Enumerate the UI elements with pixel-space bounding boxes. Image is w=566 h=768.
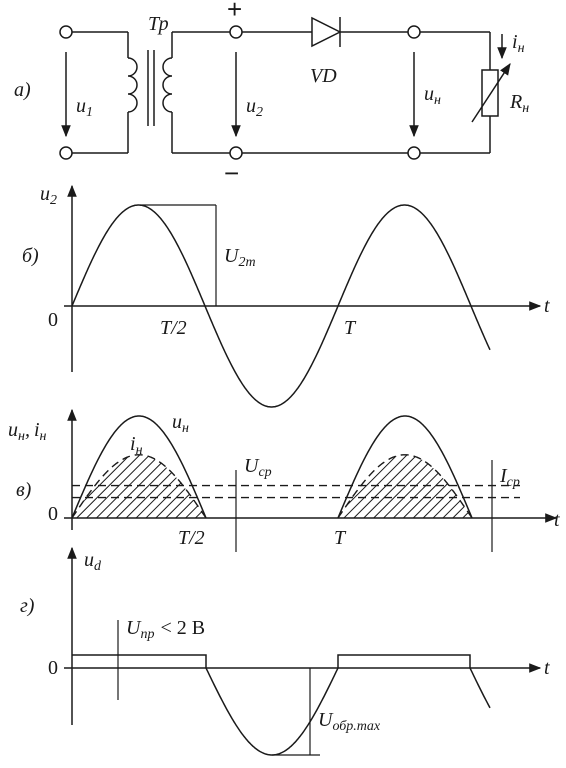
plot-b-t-label: t [544, 295, 550, 317]
plot-g: ud г) 0 t Uпр< 2 В Uобр.max [20, 546, 550, 756]
plot-b-ylabel: u2 [40, 183, 57, 208]
un-curve-label: uн [172, 411, 189, 436]
plot-v-t-label: t [554, 509, 560, 531]
terminal-u2-top [229, 25, 243, 39]
diode-symbol [311, 16, 342, 48]
plot-b-origin: 0 [48, 309, 58, 331]
u2m-label: U2m [224, 245, 256, 270]
plot-b-tick-half-period: T/2 [160, 317, 187, 339]
un-halfwave-1 [71, 415, 207, 519]
terminal-load-bottom [407, 146, 421, 160]
load-resistor [481, 69, 499, 117]
plot-v-tick-period: T [334, 527, 347, 549]
part-label-v: в) [16, 479, 32, 501]
u1-label: u1 [76, 95, 93, 120]
plot-b: б) u2 0 t U2m T/2 T [22, 183, 550, 408]
secondary-winding [162, 57, 173, 113]
diode-label: VD [310, 65, 337, 87]
un-label: uн [424, 83, 441, 108]
current-area-hatch-1 [72, 454, 206, 518]
plus-sign: + [227, 0, 242, 24]
plot-v-ylabel: uн,iн [8, 419, 47, 444]
plot-g-t-label: t [544, 657, 550, 679]
part-label-b: б) [22, 245, 39, 267]
part-label-g: г) [20, 595, 35, 617]
circuit: а) u1 Тр + − u2 VD [14, 0, 529, 188]
plot-v: uн,iн в) 0 t Uср Iср uн iн T/2 T [8, 408, 560, 552]
plot-b-tick-period: T [344, 317, 357, 339]
forward-drop-label: Uпр< 2 В [126, 617, 205, 642]
plot-v-origin: 0 [48, 503, 58, 525]
terminal-u1-top [59, 25, 73, 39]
current-area-hatch-2 [338, 454, 472, 518]
plot-v-tick-half-period: T/2 [178, 527, 205, 549]
ud-diode-voltage-curve [72, 654, 491, 756]
icp-label: Iср [499, 465, 520, 490]
plot-g-origin: 0 [48, 657, 58, 679]
in-label: iн [512, 31, 525, 56]
un-halfwave-2 [337, 415, 473, 519]
terminal-load-top [407, 25, 421, 39]
in-halfwave-1 [71, 454, 207, 519]
part-label-a: а) [14, 79, 31, 101]
rn-label: Rн [509, 91, 529, 116]
ucp-label: Uср [244, 455, 272, 480]
rheostat-arrow [471, 62, 511, 123]
u2-label: u2 [246, 95, 263, 120]
primary-winding [127, 57, 138, 113]
minus-sign: − [224, 158, 239, 188]
in-halfwave-2 [337, 454, 473, 519]
plot-g-ylabel: ud [84, 549, 102, 574]
transformer-label: Тр [148, 13, 169, 35]
terminal-u1-bottom [59, 146, 73, 160]
in-curve-label: iн [130, 433, 143, 458]
reverse-peak-label: Uобр.max [318, 709, 381, 734]
